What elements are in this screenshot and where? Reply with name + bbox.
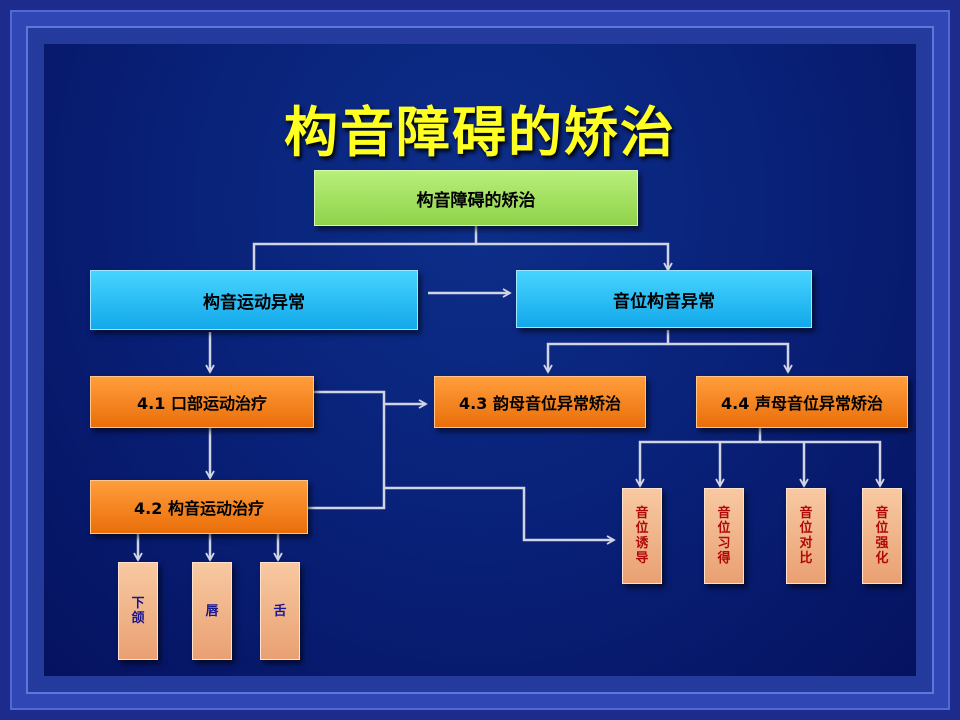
leaf-phoneme-reinforcement: 音位强化 [862, 488, 902, 584]
leaf-phoneme-acquisition: 音位习得 [704, 488, 744, 584]
connector-phon-44 [668, 342, 793, 374]
connector-44-leaf4 [760, 440, 885, 488]
node-motor-disorder: 构音运动异常 [90, 270, 418, 330]
node-oral-motor-therapy: 4.1 口部运动治疗 [90, 376, 314, 428]
connector-root [252, 226, 478, 270]
slide-panel [44, 44, 916, 676]
slide-title: 构音障碍的矫治 [284, 101, 676, 164]
leaf-phoneme-contrast: 音位对比 [786, 488, 826, 584]
leaf-phoneme-induction: 音位诱导 [622, 488, 662, 584]
connector-41-bracket [308, 390, 386, 510]
node-phoneme-disorder: 音位构音异常 [516, 270, 812, 328]
connector-phon-split [543, 330, 670, 374]
leaf-jaw: 下颌 [118, 562, 158, 660]
node-root: 构音障碍的矫治 [314, 170, 638, 226]
node-consonant-correction: 4.4 声母音位异常矫治 [696, 376, 908, 428]
connector-bracket-leaves [384, 486, 616, 545]
node-vowel-correction: 4.3 韵母音位异常矫治 [434, 376, 646, 428]
leaf-tongue: 舌 [260, 562, 300, 660]
connector-44-bus [635, 428, 762, 488]
connector-root-right [476, 242, 673, 272]
leaf-lips: 唇 [192, 562, 232, 660]
node-articulation-motor-therapy: 4.2 构音运动治疗 [90, 480, 308, 534]
